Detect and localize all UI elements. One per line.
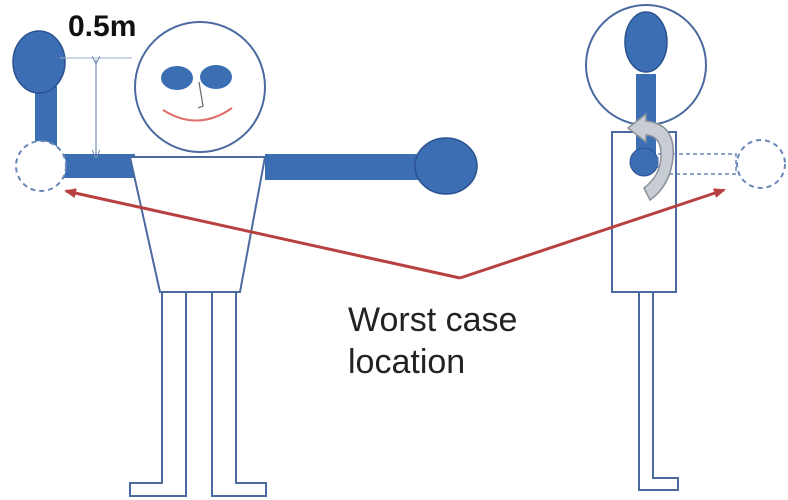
- front-legs: [130, 292, 266, 496]
- front-raised-hand: [13, 31, 65, 93]
- front-worst-case-hand-position: [16, 141, 66, 191]
- worst-case-label-line1: Worst case: [348, 301, 517, 339]
- front-right-eye: [200, 65, 232, 89]
- side-raised-hand: [625, 12, 667, 72]
- worst-case-label-line2: location: [348, 343, 465, 381]
- front-outstretched-arm: [265, 154, 430, 180]
- dimension-label: 0.5m: [68, 10, 136, 43]
- front-right-leg: [212, 292, 266, 496]
- arrow-to-side-worst-case: [460, 190, 724, 278]
- side-leg: [639, 292, 678, 490]
- side-worst-case-hand-position: [737, 140, 785, 188]
- front-head: [135, 22, 265, 152]
- side-figure: [586, 5, 785, 490]
- front-outstretched-hand: [415, 138, 477, 194]
- front-left-eye: [161, 66, 193, 90]
- front-torso: [130, 157, 265, 292]
- front-figure: 0.5m: [13, 10, 477, 496]
- front-left-leg: [130, 292, 186, 496]
- dimension-line: [60, 58, 132, 154]
- arrow-to-front-worst-case: [66, 191, 460, 278]
- side-shoulder-joint: [630, 148, 658, 176]
